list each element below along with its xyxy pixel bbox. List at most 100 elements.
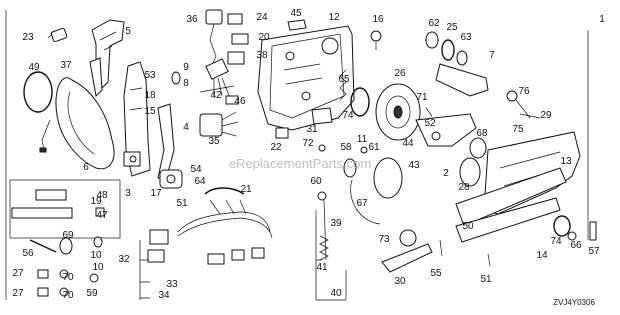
neutral-switch-17-icon	[159, 169, 183, 189]
callout-72: 72	[302, 138, 314, 149]
callout-7: 7	[489, 50, 495, 61]
callout-63: 63	[460, 32, 472, 43]
callout-51: 51	[480, 274, 492, 285]
lead-39-icon	[323, 199, 327, 261]
spring-41-icon	[319, 235, 329, 261]
callout-70: 70	[62, 290, 74, 301]
callout-69: 69	[62, 230, 74, 241]
control-lever-icon	[123, 61, 151, 177]
callout-18: 18	[144, 90, 156, 101]
side-plate-14-icon	[455, 167, 567, 243]
wire-harness-32-icon	[147, 199, 273, 265]
drum-28-icon	[459, 157, 481, 187]
callout-54: 54	[190, 164, 202, 175]
clip-22-icon	[275, 127, 289, 139]
label-47-icon	[11, 207, 73, 219]
nut-66-icon	[567, 231, 577, 241]
callout-74: 74	[342, 110, 354, 121]
wire-clamp-21-icon	[204, 187, 245, 195]
detent-plate-44-icon	[373, 157, 403, 199]
callout-60: 60	[310, 176, 322, 187]
pin-61-icon	[360, 146, 368, 154]
lever-arm-icon	[89, 57, 103, 98]
callout-4: 4	[183, 122, 189, 133]
callout-10: 10	[92, 262, 104, 273]
callout-68: 68	[476, 128, 488, 139]
screw-51-icon	[487, 253, 491, 267]
callout-30: 30	[394, 276, 406, 287]
callout-39: 39	[330, 218, 342, 229]
callout-23: 23	[22, 32, 34, 43]
bushing-62-icon	[425, 31, 439, 49]
callout-31: 31	[306, 124, 318, 135]
throttle-arm-icon	[435, 63, 489, 97]
callout-5: 5	[125, 26, 131, 37]
callout-59: 59	[86, 288, 98, 299]
bracket-4-icon	[157, 103, 175, 181]
connector-20-icon	[231, 33, 249, 45]
collar-10b-icon	[93, 236, 103, 248]
callout-11: 11	[357, 134, 368, 145]
callout-43: 43	[408, 160, 420, 171]
callout-70: 70	[62, 272, 74, 283]
callout-51: 51	[176, 198, 188, 209]
collar-10-icon	[343, 158, 357, 178]
callout-44: 44	[402, 138, 414, 149]
clip-19-icon	[95, 207, 105, 217]
callout-25: 25	[446, 22, 458, 33]
callout-22: 22	[270, 142, 282, 153]
cap-70b-icon	[59, 287, 69, 297]
callout-2: 2	[443, 168, 449, 179]
callout-27: 27	[12, 288, 24, 299]
callout-73: 73	[378, 234, 390, 245]
callout-29: 29	[540, 110, 552, 121]
callout-47: 47	[96, 210, 108, 221]
callout-45: 45	[290, 8, 302, 19]
trim-switch-35-icon	[199, 111, 239, 137]
callout-65: 65	[338, 74, 350, 85]
callout-50: 50	[462, 221, 474, 232]
callout-32: 32	[118, 254, 130, 265]
callout-26: 26	[394, 68, 406, 79]
callout-37: 37	[60, 60, 72, 71]
bolt-76-icon	[506, 90, 531, 119]
callout-75: 75	[512, 124, 524, 135]
callout-48: 48	[96, 190, 108, 201]
callout-17: 17	[150, 188, 162, 199]
plate-31-icon	[311, 107, 333, 125]
callout-66: 66	[570, 240, 582, 251]
watermark-text: eReplacementParts.com	[229, 156, 371, 171]
bolt-16-icon	[370, 30, 382, 50]
callout-58: 58	[340, 142, 352, 153]
callout-36: 36	[186, 14, 198, 25]
callout-27: 27	[12, 268, 24, 279]
spring-60-icon	[317, 191, 327, 201]
callout-55: 55	[430, 268, 442, 279]
callout-40: 40	[330, 288, 342, 299]
cap-70a-icon	[59, 269, 69, 279]
label-45-icon	[287, 19, 307, 31]
callout-74: 74	[550, 236, 562, 247]
callout-20: 20	[258, 32, 270, 43]
callout-28: 28	[458, 182, 470, 193]
screw-71-icon	[425, 107, 433, 117]
callout-labels: 1234567891010111213141516171819202122232…	[12, 8, 605, 301]
screw-29-icon	[519, 113, 541, 119]
cap-24-icon	[227, 13, 243, 25]
callout-56: 56	[22, 248, 34, 259]
bushing-63-icon	[456, 50, 468, 66]
callout-67: 67	[356, 198, 368, 209]
o-ring-icon	[23, 71, 53, 113]
callout-9: 9	[183, 62, 189, 73]
arm-30-icon	[381, 243, 433, 273]
remote-control-housing-12-icon	[257, 25, 355, 131]
callout-12: 12	[328, 12, 340, 23]
tie-wrap-56-icon	[29, 239, 57, 253]
washer-74b-icon	[553, 215, 571, 237]
callout-41: 41	[316, 262, 328, 273]
callout-8: 8	[183, 78, 189, 89]
callout-61: 61	[368, 142, 380, 153]
callout-24: 24	[256, 12, 268, 23]
callout-57: 57	[588, 246, 600, 257]
